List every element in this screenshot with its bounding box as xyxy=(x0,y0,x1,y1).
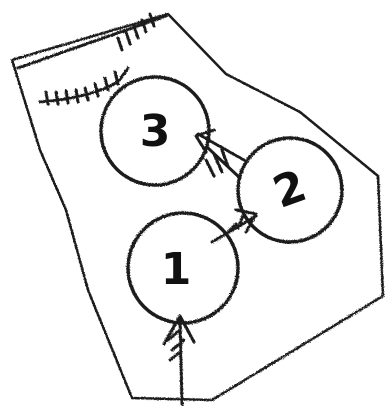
node-2-label: 2 xyxy=(267,160,313,218)
edge-input-to-1 xyxy=(164,316,194,404)
node-3-label: 3 xyxy=(140,106,171,157)
ruler-tick xyxy=(134,26,138,38)
ruler-tick xyxy=(118,38,122,50)
edge-line xyxy=(212,216,256,242)
arrow-hatching xyxy=(226,214,244,234)
ruler-tick xyxy=(46,92,48,104)
node-1-label: 1 xyxy=(161,244,192,295)
ruler-tick xyxy=(150,14,154,26)
ruler-tick xyxy=(126,32,130,44)
ruler-ticks xyxy=(18,14,166,104)
ruler-tick xyxy=(85,88,88,100)
paper-sheet xyxy=(12,14,383,400)
ruler-tick xyxy=(95,84,98,96)
ruler-tick xyxy=(66,91,68,103)
ruler-tick xyxy=(76,90,78,102)
ruler-tick xyxy=(56,92,58,104)
